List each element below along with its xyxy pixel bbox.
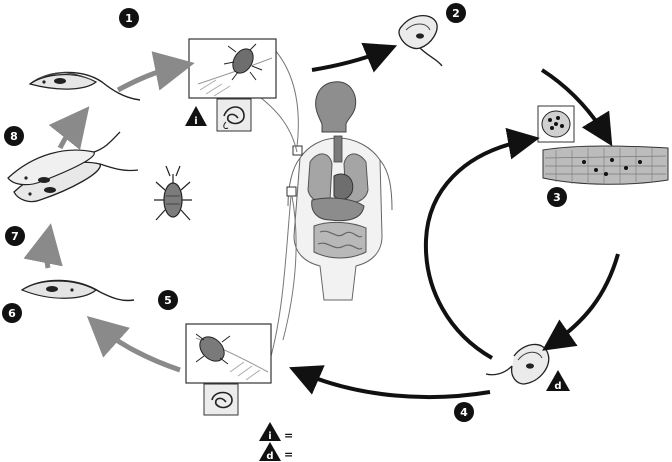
inset-parasite-box-bottom bbox=[204, 384, 238, 415]
vector-cycle-arrows bbox=[47, 66, 181, 370]
svg-text:=: = bbox=[284, 429, 293, 442]
heart-shape bbox=[334, 174, 353, 200]
intestines-shape bbox=[314, 222, 366, 258]
infective-stage-marker: i bbox=[185, 106, 207, 127]
inset-bug-feeding-bottom bbox=[186, 324, 271, 415]
arrow-6-to-7 bbox=[47, 238, 49, 268]
svg-text:8: 8 bbox=[10, 130, 18, 143]
svg-text:2: 2 bbox=[452, 7, 460, 20]
svg-text:1: 1 bbox=[125, 12, 133, 25]
muscle-tissue-amastigotes bbox=[538, 106, 668, 184]
arrow-inset-to-2 bbox=[312, 50, 386, 70]
svg-text:6: 6 bbox=[8, 307, 16, 320]
arrow-3-to-4 bbox=[552, 254, 618, 344]
bite-site-marker-lower bbox=[287, 187, 296, 196]
arrow-8-to-1 bbox=[60, 118, 80, 148]
legend-infective-row: i = bbox=[259, 422, 293, 442]
svg-text:3: 3 bbox=[553, 191, 561, 204]
step-badge-7: 7 bbox=[5, 226, 25, 246]
step-badge-2: 2 bbox=[446, 3, 466, 23]
svg-text:i: i bbox=[268, 431, 271, 442]
human-host-figure bbox=[287, 82, 392, 300]
svg-text:d: d bbox=[266, 451, 273, 462]
epimastigote bbox=[22, 280, 134, 300]
svg-text:=: = bbox=[284, 448, 293, 461]
bite-site-marker-upper bbox=[293, 146, 302, 155]
arrow-4-recycle bbox=[426, 140, 528, 358]
step-badge-4: 4 bbox=[454, 402, 474, 422]
step-badge-5: 5 bbox=[158, 290, 178, 310]
arrow-5-to-6 bbox=[98, 326, 180, 370]
legend-diagnostic-row: d = bbox=[259, 442, 293, 462]
svg-text:5: 5 bbox=[164, 294, 172, 307]
triatomine-bug-vector bbox=[154, 166, 192, 220]
step-badge-3: 3 bbox=[547, 187, 567, 207]
legend: i = d = bbox=[259, 422, 293, 462]
svg-text:4: 4 bbox=[460, 406, 468, 419]
trypomastigote-invading bbox=[399, 16, 442, 66]
svg-text:d: d bbox=[554, 381, 561, 392]
bloodstream-trypomastigote bbox=[486, 344, 549, 384]
step-badge-8: 8 bbox=[4, 126, 24, 146]
svg-text:7: 7 bbox=[11, 230, 19, 243]
step-badge-1: 1 bbox=[119, 8, 139, 28]
lungs-shape bbox=[308, 154, 332, 202]
arrow-1-to-inset bbox=[118, 66, 180, 90]
step-badge-6: 6 bbox=[2, 303, 22, 323]
svg-text:i: i bbox=[194, 116, 197, 127]
diagnostic-stage-marker: d bbox=[546, 370, 570, 392]
arrow-4-to-5 bbox=[300, 372, 490, 397]
epimastigote-dividing bbox=[8, 132, 138, 202]
